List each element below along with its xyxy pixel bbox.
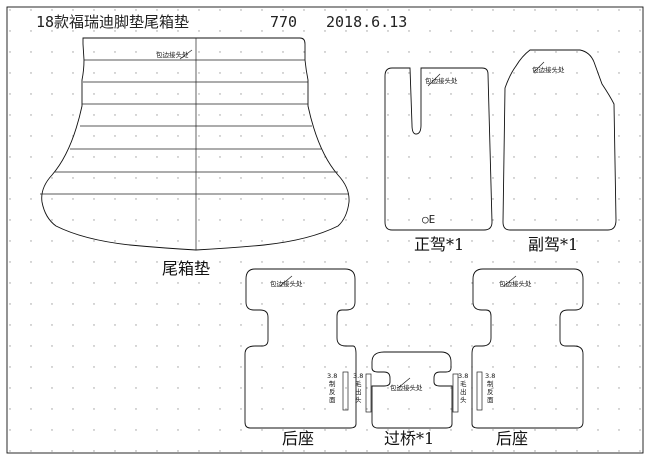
svg-text:毛: 毛 <box>355 379 362 388</box>
trunk-edge-joint-note: 包边接头处 <box>156 50 189 59</box>
bridge-right-fur-note: 3.8 毛 出 头 <box>458 372 468 404</box>
rear-left-label: 后座 <box>282 429 314 448</box>
rear-right-strip <box>476 371 483 411</box>
rear-right-mat: 包边接头处 3.8 制 反 面 <box>471 268 584 429</box>
header-model: 18款福瑞迪脚垫尾箱垫 <box>36 13 189 31</box>
bridge-left-strip <box>365 373 372 413</box>
svg-text:制: 制 <box>487 379 494 388</box>
rear-left-reverse-note: 3.8 制 反 面 <box>327 372 337 404</box>
svg-text:出: 出 <box>355 387 362 396</box>
driver-edge-joint-note: 包边接头处 <box>425 76 458 85</box>
svg-text:3.8: 3.8 <box>485 372 495 380</box>
driver-label: 正驾*1 <box>414 235 464 254</box>
svg-text:反: 反 <box>487 387 494 396</box>
svg-text:毛: 毛 <box>460 379 467 388</box>
rear-left-strip <box>342 371 349 411</box>
rear-left-mat: 包边接头处 3.8 制 反 面 <box>244 268 357 429</box>
rear-left-edge-joint-note: 包边接头处 <box>270 279 303 288</box>
bridge-edge-joint-note: 包边接头处 <box>390 383 423 392</box>
trunk-label: 尾箱垫 <box>162 259 210 278</box>
svg-text:面: 面 <box>487 396 494 404</box>
svg-text:3.8: 3.8 <box>353 372 363 380</box>
svg-text:头: 头 <box>460 395 467 404</box>
bridge-left-fur-note: 3.8 毛 出 头 <box>353 372 363 404</box>
passenger-edge-joint-note: 包边接头处 <box>532 65 565 74</box>
rear-right-reverse-note: 3.8 制 反 面 <box>485 372 495 404</box>
header-date: 2018.6.13 <box>326 13 407 31</box>
svg-text:头: 头 <box>355 395 362 404</box>
svg-text:出: 出 <box>460 387 467 396</box>
svg-text:反: 反 <box>329 387 336 396</box>
bridge-mat: 包边接头处 3.8 毛 出 头 3.8 毛 出 头 <box>353 351 468 429</box>
svg-text:面: 面 <box>329 396 336 404</box>
svg-text:制: 制 <box>329 379 336 388</box>
bridge-right-strip <box>452 373 459 413</box>
page-frame <box>6 6 644 454</box>
trunk-mat: 包边接头处 <box>40 37 350 251</box>
bridge-label: 过桥*1 <box>384 429 434 448</box>
rear-right-label: 后座 <box>496 429 528 448</box>
driver-mat: 包边接头处 ○E <box>384 67 493 231</box>
rear-right-edge-joint-note: 包边接头处 <box>499 279 532 288</box>
passenger-label: 副驾*1 <box>528 235 578 254</box>
header-code: 770 <box>270 13 297 31</box>
passenger-mat: 包边接头处 <box>502 49 617 231</box>
svg-text:3.8: 3.8 <box>458 372 468 380</box>
driver-marker: ○E <box>422 213 435 226</box>
svg-text:3.8: 3.8 <box>327 372 337 380</box>
